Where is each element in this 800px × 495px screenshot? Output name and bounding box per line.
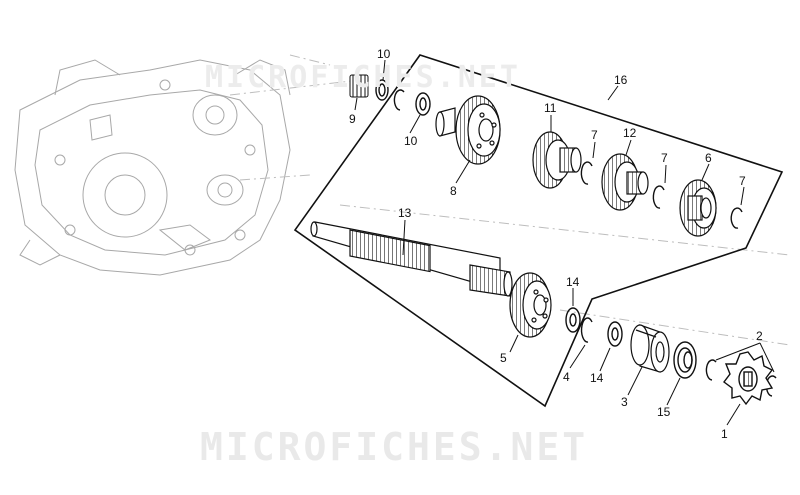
callout-2: 2: [756, 329, 763, 343]
callout-11: 11: [544, 101, 557, 115]
washer-10-upper: [375, 79, 389, 101]
gear-5: [509, 272, 552, 338]
callout-5: 5: [500, 351, 507, 365]
circlip-near-10: [393, 89, 405, 111]
axis-lines: [229, 54, 791, 346]
crankcase-outline: [14, 59, 291, 276]
circlip-7c: [730, 207, 743, 229]
bushing: [435, 107, 456, 137]
gear-12: [601, 153, 649, 211]
circlip-4: [580, 317, 593, 343]
callout-14-upper: 14: [566, 275, 580, 289]
callout-labels: 10 9 10 8 11 7 12 7 6 7 16 13 14 5 4 14 …: [349, 47, 763, 441]
washer-14-lower: [607, 321, 623, 347]
gear-8: [455, 95, 501, 165]
callout-1: 1: [721, 427, 728, 441]
callout-7b: 7: [661, 151, 668, 165]
circlip-7a: [580, 161, 593, 185]
washer-14-upper: [565, 307, 581, 333]
callout-7c: 7: [739, 174, 746, 188]
circlip-7b: [652, 185, 665, 209]
leader-lines: [354, 59, 775, 426]
callout-10-upper: 10: [377, 47, 391, 61]
main-shaft-13: [310, 221, 513, 297]
callout-6: 6: [705, 151, 712, 165]
ball-bearing-3: [630, 324, 670, 373]
gear-11: [532, 131, 582, 189]
callout-15: 15: [657, 405, 671, 419]
sprocket-1: [723, 351, 774, 406]
callout-12: 12: [623, 126, 637, 140]
callout-13: 13: [398, 206, 412, 220]
callout-4: 4: [563, 370, 570, 384]
callout-16: 16: [614, 73, 628, 87]
oil-seal-15: [673, 341, 697, 379]
gear-6: [679, 179, 717, 237]
callout-9: 9: [349, 112, 356, 126]
shaft-assembly-boundary: [293, 54, 784, 408]
needle-bearing-9: [349, 74, 369, 98]
callout-10-lower: 10: [404, 134, 418, 148]
callout-3: 3: [621, 395, 628, 409]
callout-8: 8: [450, 184, 457, 198]
callout-7a: 7: [591, 128, 598, 142]
washer-10-lower: [415, 92, 431, 116]
callout-14-lower: 14: [590, 371, 604, 385]
